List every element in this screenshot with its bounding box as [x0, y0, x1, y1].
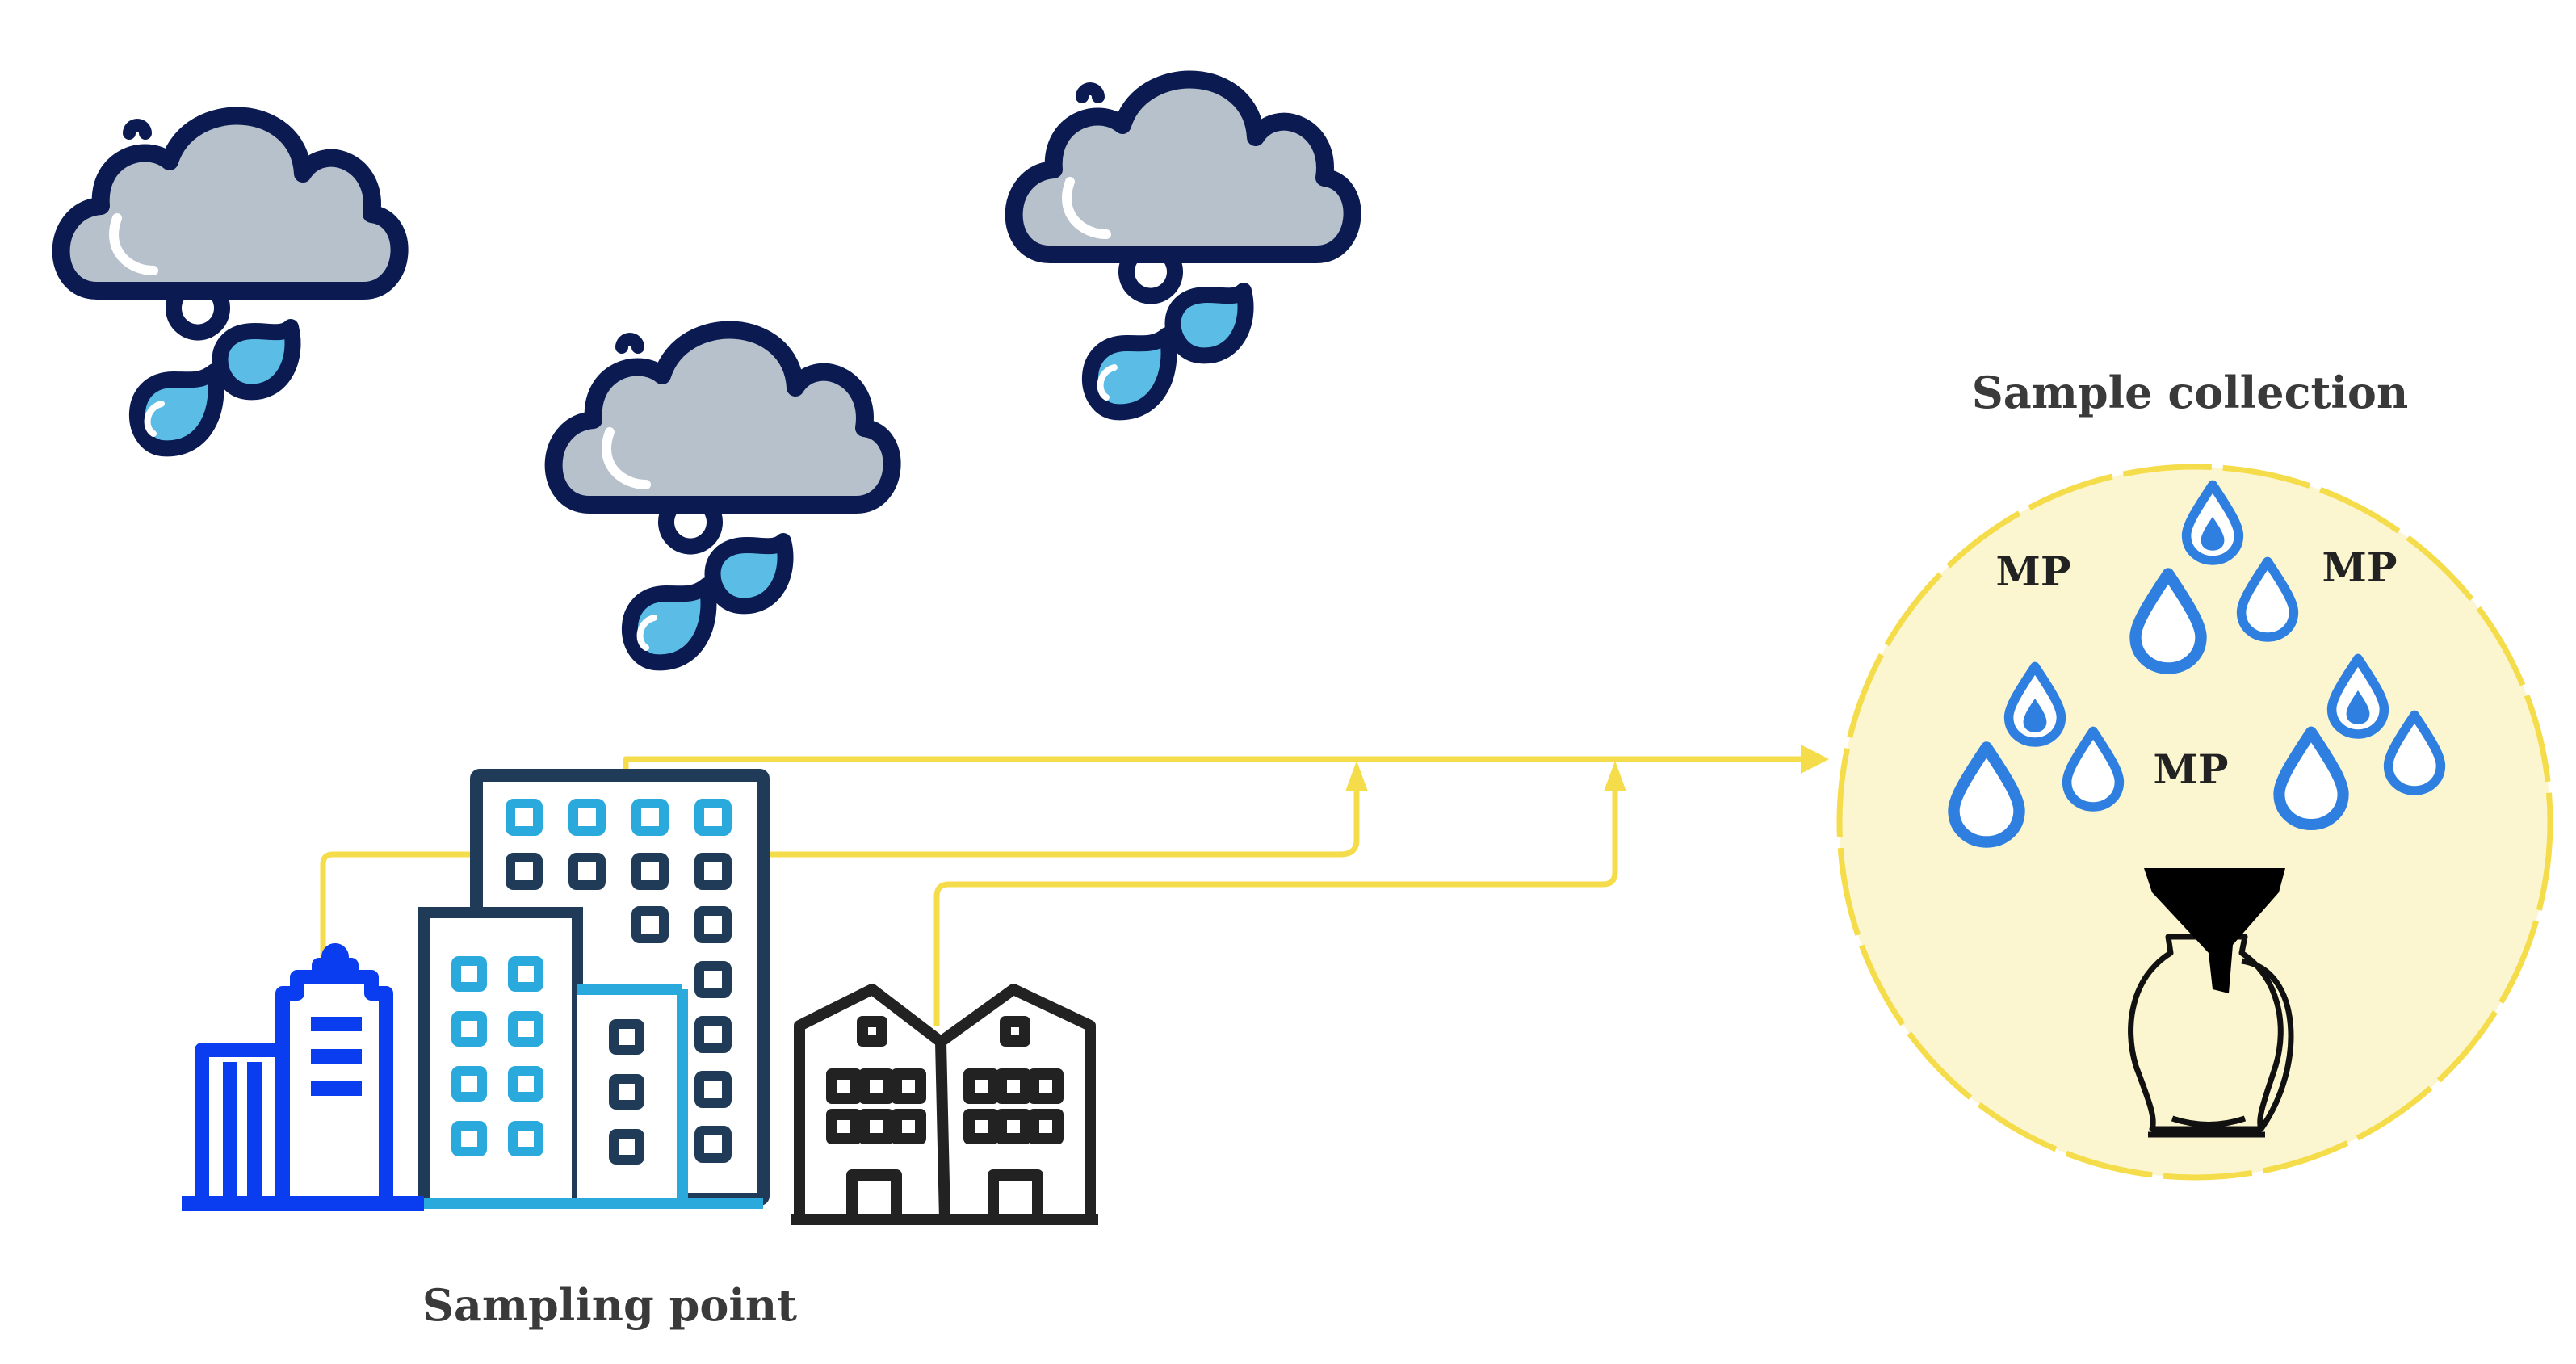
rain-cloud-icon — [61, 116, 400, 449]
flow-line-main — [623, 756, 1809, 775]
mp-label-right: MP — [2322, 544, 2398, 591]
jar-icon — [2128, 934, 2294, 1138]
flow-arrowheads — [1345, 745, 1829, 791]
mp-label-center: MP — [2154, 745, 2229, 793]
sampling-point-label: Sampling point — [422, 1279, 797, 1331]
flow-line-townhouses — [933, 783, 1618, 1026]
rain-cloud-icon — [1014, 80, 1353, 413]
arrowhead-building — [1345, 761, 1368, 791]
mp-label-left: MP — [1996, 548, 2071, 595]
townhouses-icon — [791, 984, 1098, 1225]
arrowhead-main — [1801, 745, 1829, 774]
office-building-icon — [418, 907, 763, 1209]
blue-office-building-icon — [182, 943, 424, 1211]
funnel-icon — [2144, 868, 2285, 993]
sample-collection-circle — [1836, 464, 2553, 1181]
arrowhead-townhouses — [1604, 761, 1626, 791]
rain-cloud-icon — [554, 330, 892, 663]
sample-collection-label: Sample collection — [1972, 367, 2408, 418]
flow-line-blue-building — [320, 783, 1360, 981]
